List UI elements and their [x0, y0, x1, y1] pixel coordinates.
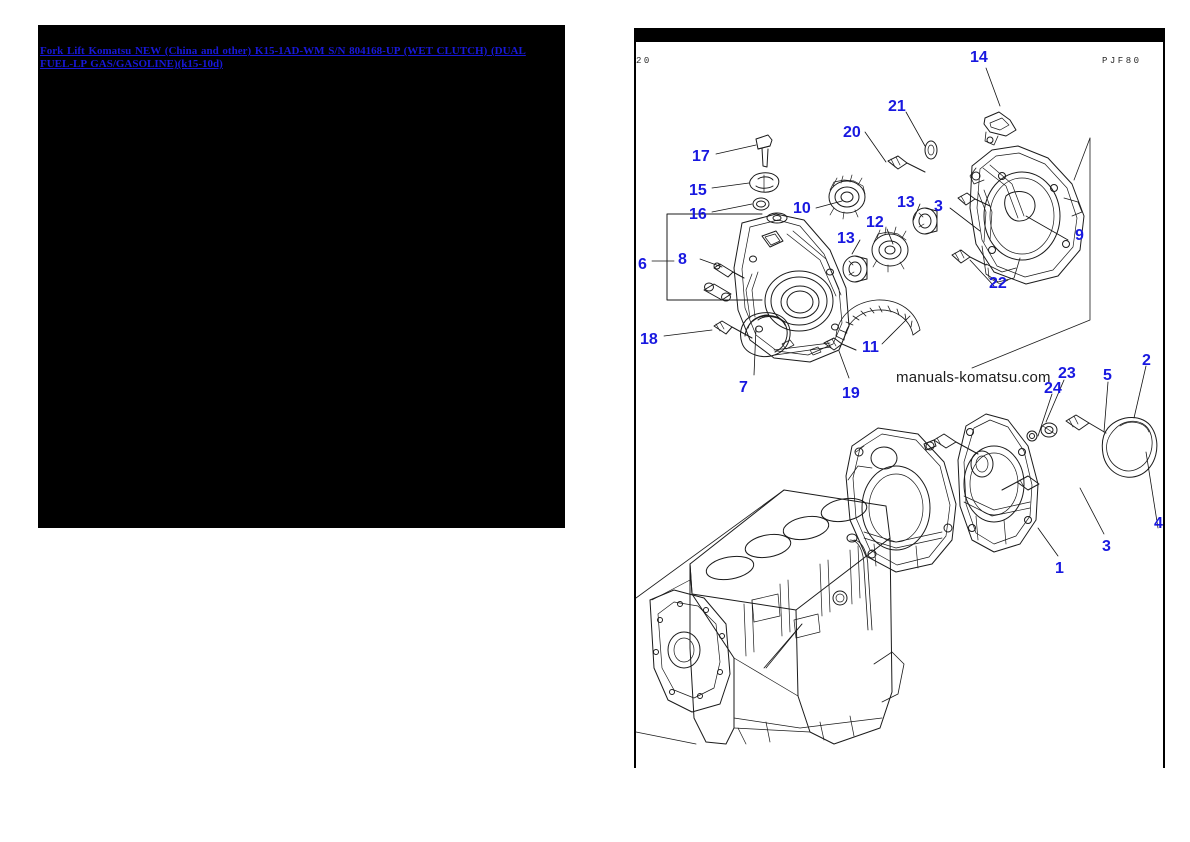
callout-9[interactable]: 9: [1075, 227, 1084, 244]
callout-7[interactable]: 7: [739, 379, 748, 396]
callout-16[interactable]: 16: [689, 206, 707, 223]
callout-2[interactable]: 2: [1142, 352, 1151, 369]
callout-3-lower[interactable]: 3: [1102, 538, 1111, 555]
callout-23[interactable]: 23: [1058, 365, 1076, 382]
callout-5[interactable]: 5: [1103, 367, 1112, 384]
callout-22[interactable]: 22: [989, 275, 1007, 292]
callout-12[interactable]: 12: [866, 214, 884, 231]
sheet-code-left: 20: [636, 56, 652, 66]
callout-17[interactable]: 17: [692, 148, 710, 165]
callout-15[interactable]: 15: [689, 182, 707, 199]
document-title-link[interactable]: Fork Lift Komatsu NEW (China and other) …: [40, 45, 526, 70]
callout-19[interactable]: 19: [842, 385, 860, 402]
watermark-text: manuals-komatsu.com: [896, 369, 1051, 386]
callout-3-upper[interactable]: 3: [934, 198, 943, 215]
parts-exploded-view-artwork: [635, 67, 1159, 745]
diagram-border-right: [1163, 42, 1165, 768]
callout-14[interactable]: 14: [970, 49, 988, 66]
callout-4[interactable]: 4: [1154, 515, 1163, 532]
parts-diagram-panel: 20 PJF80: [634, 28, 1165, 768]
callout-1[interactable]: 1: [1055, 560, 1064, 577]
diagram-top-bar: [634, 28, 1165, 42]
callout-21[interactable]: 21: [888, 98, 906, 115]
preview-placeholder: [38, 25, 565, 528]
diagram-border-left: [634, 42, 636, 768]
callout-20[interactable]: 20: [843, 124, 861, 141]
callout-13-lower[interactable]: 13: [837, 230, 855, 247]
callout-13-upper[interactable]: 13: [897, 194, 915, 211]
callout-24[interactable]: 24: [1044, 380, 1062, 397]
callout-11[interactable]: 11: [862, 339, 879, 356]
callout-6[interactable]: 6: [638, 256, 647, 273]
callout-8[interactable]: 8: [678, 251, 687, 268]
sheet-code-right: PJF80: [1102, 56, 1142, 66]
callout-18[interactable]: 18: [640, 331, 658, 348]
callout-10[interactable]: 10: [793, 200, 811, 217]
